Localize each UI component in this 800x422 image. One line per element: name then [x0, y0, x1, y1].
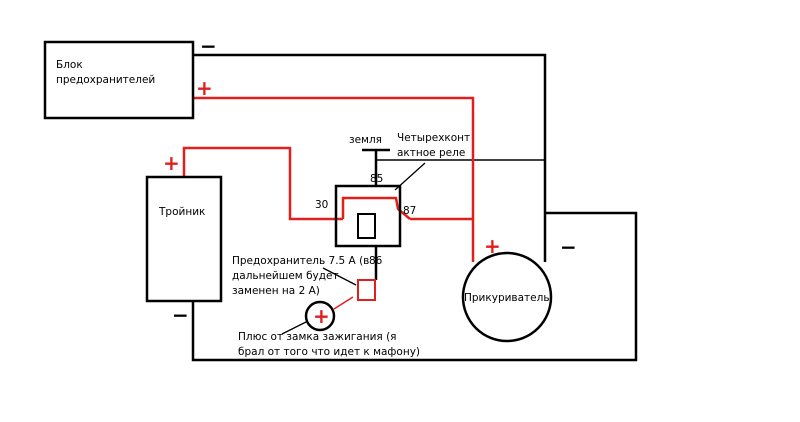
- fuse-block-positive-sign: +: [196, 76, 213, 100]
- pin-85-label: 85: [370, 173, 384, 185]
- splitter-negative-sign: −: [172, 303, 189, 327]
- splitter-to-relay-30-wire: [182, 146, 343, 221]
- ignition-positive-sign: +: [313, 304, 330, 328]
- ignition-source: [304, 300, 336, 332]
- pin-86-label: 86: [369, 255, 383, 267]
- negative-wires: [191, 53, 638, 362]
- lighter-positive-sign: +: [484, 234, 501, 258]
- lighter-label: Прикуриватель: [464, 292, 550, 304]
- relay-coil: [357, 213, 376, 239]
- relay-pointer: [394, 162, 426, 191]
- relay-internal-contact: [341, 196, 411, 220]
- lighter-negative-wire: [191, 211, 638, 362]
- fuse-pointer: [322, 267, 357, 286]
- relay: [334, 184, 402, 248]
- ignition-label: Плюс от замка зажигания (я брал от того …: [238, 331, 421, 358]
- splitter: [145, 175, 223, 303]
- fuse-block-positive-wire: [193, 96, 475, 262]
- splitter-label: Тройник: [159, 206, 206, 218]
- fuse-block-label: Блок предохранителей: [56, 59, 156, 86]
- ignition-to-fuse-wire: [333, 296, 354, 310]
- pin-30-label: 30: [315, 199, 329, 211]
- splitter-positive-sign: +: [163, 151, 180, 175]
- positive-wires: [182, 96, 475, 310]
- fuse-block-negative-wire: [193, 53, 547, 262]
- ground-label: земля: [349, 134, 382, 146]
- fuse-block: [43, 40, 195, 120]
- pointer-lines: [281, 162, 426, 335]
- fuse: [357, 279, 376, 301]
- lighter-negative-sign: −: [560, 235, 577, 259]
- ignition-pointer: [281, 321, 307, 335]
- pin-87-label: 87: [403, 205, 417, 217]
- fuse-label: Предохранитель 7.5 А (в дальнейшем будет…: [232, 255, 370, 297]
- fuse-block-negative-sign: −: [200, 34, 217, 58]
- relay-label: Четырехконт актное реле: [397, 132, 471, 159]
- lighter: [461, 251, 553, 343]
